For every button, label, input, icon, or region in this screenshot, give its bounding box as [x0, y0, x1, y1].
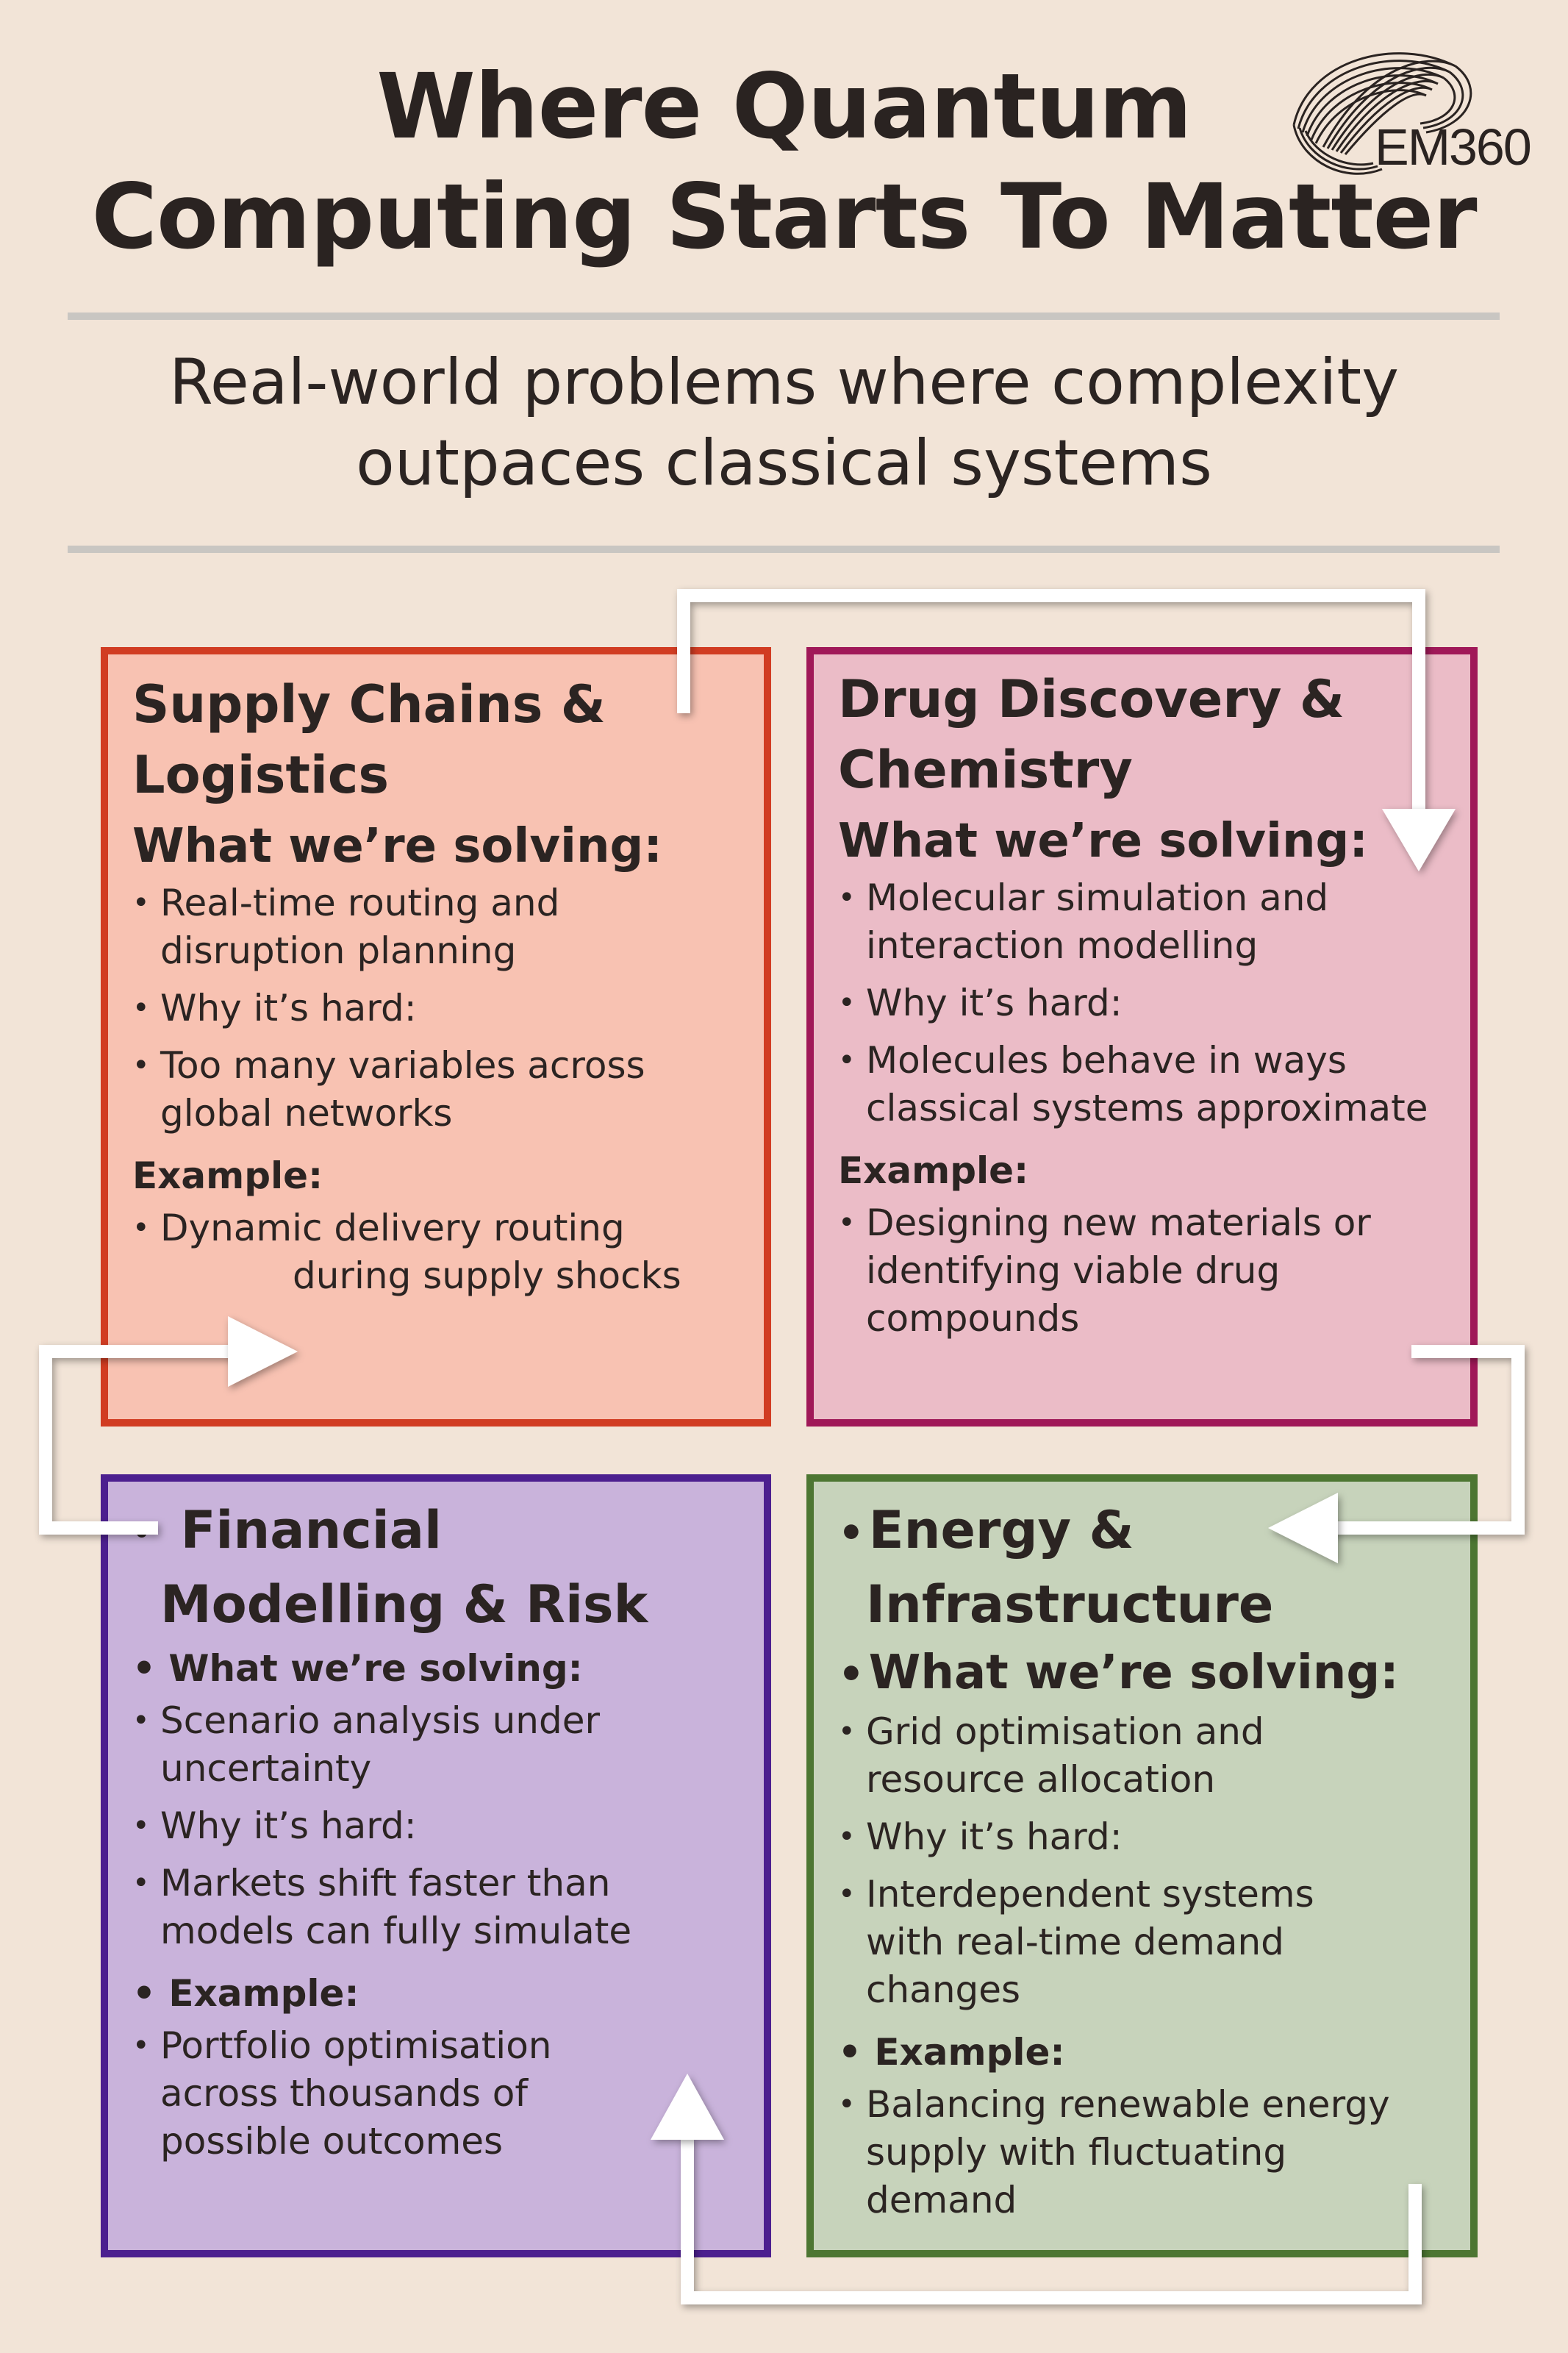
finance-item-4-line-3: possible outcomes — [160, 2119, 504, 2163]
drug-item-3-line-2: classical systems approximate — [866, 1087, 1428, 1129]
supply-item-1-line-1: Real-time routing and — [160, 882, 560, 924]
drug-example-label: Example: — [838, 1149, 1029, 1192]
drug-item-1: Molecular simulation and interaction mod… — [838, 874, 1463, 970]
energy-item-1-line-2: resource allocation — [866, 1757, 1216, 1801]
supply-item-3-line-1: Too many variables across — [160, 1044, 645, 1087]
supply-item-3: Too many variables across global network… — [132, 1042, 750, 1138]
drug-item-4-line-3: compounds — [866, 1297, 1080, 1340]
drug-item-1-line-1: Molecular simulation and — [866, 876, 1329, 919]
finance-item-4: Portfolio optimisation across thousands … — [132, 2022, 750, 2165]
finance-item-3-line-1: Markets shift faster than — [160, 1861, 611, 1904]
supply-item-1-line-2: disruption planning — [160, 929, 517, 972]
financial-content: •Financial Modelling & Risk What we’re s… — [132, 1495, 750, 2175]
finance-item-1: Scenario analysis under uncertainty — [132, 1697, 750, 1793]
drug-discovery-content: Drug Discovery & Chemistry What we’re so… — [838, 664, 1463, 1352]
drug-item-4-line-1: Designing new materials or — [866, 1202, 1371, 1244]
drug-item-1-line-2: interaction modelling — [866, 924, 1259, 967]
supply-heading-2: Logistics — [132, 745, 390, 805]
drug-solving-label: What we’re solving: — [838, 814, 1368, 868]
finance-heading-1-text: Financial — [180, 1500, 443, 1560]
energy-item-4: Balancing renewable energy supply with f… — [838, 2081, 1463, 2224]
title-line-1: Where Quantum — [376, 54, 1192, 159]
energy-item-3-line-1: Interdependent systems — [866, 1872, 1314, 1915]
drug-item-2: Why it’s hard: — [838, 979, 1463, 1027]
supply-heading-1: Supply Chains & — [132, 674, 606, 735]
energy-solving-label: •What we’re solving: — [838, 1645, 1399, 1700]
subtitle-line-2: outpaces classical systems — [356, 426, 1212, 500]
drug-item-3-line-1: Molecules behave in ways — [866, 1039, 1347, 1082]
energy-heading-1: •Energy & — [838, 1500, 1134, 1560]
energy-item-1: Grid optimisation and resource allocatio… — [838, 1708, 1463, 1804]
finance-item-4-line-1: Portfolio optimisation — [160, 2024, 552, 2067]
supply-solving-label: What we’re solving: — [132, 819, 662, 874]
page-title: Where Quantum Computing Starts To Matter — [0, 51, 1568, 272]
top-divider — [68, 313, 1500, 320]
supply-item-4-line-2: during supply shocks — [293, 1254, 681, 1297]
logo-text: EM360 — [1375, 118, 1532, 176]
energy-solving-label-text: What we’re solving: — [868, 1645, 1399, 1700]
finance-heading-1: •Financial — [132, 1500, 443, 1560]
supply-item-2: Why it’s hard: — [132, 985, 750, 1032]
bottom-divider — [68, 546, 1500, 553]
drug-heading-2: Chemistry — [838, 740, 1133, 800]
energy-item-4-line-1: Balancing renewable energy — [866, 2082, 1390, 2126]
finance-solving-label: What we’re solving: — [132, 1640, 750, 1697]
finance-item-3: Markets shift faster than models can ful… — [132, 1860, 750, 1955]
supply-example-label: Example: — [132, 1154, 323, 1197]
energy-item-3: Interdependent systems with real-time de… — [838, 1871, 1463, 2014]
energy-heading-2: Infrastructure — [866, 1574, 1274, 1635]
finance-example-label: Example: — [132, 1965, 750, 2022]
finance-item-3-line-2: models can fully simulate — [160, 1909, 632, 1952]
energy-item-4-line-2: supply with fluctuating — [866, 2130, 1287, 2174]
finance-item-1-line-2: uncertainty — [160, 1746, 372, 1790]
finance-heading-2: Modelling & Risk — [160, 1574, 648, 1635]
energy-item-2: Why it’s hard: — [838, 1813, 1463, 1861]
energy-item-1-line-1: Grid optimisation and — [866, 1710, 1264, 1753]
supply-item-1: Real-time routing and disruption plannin… — [132, 879, 750, 975]
energy-heading-1-text: Energy & — [868, 1500, 1134, 1560]
energy-example-label: Example: — [838, 2024, 1463, 2081]
supply-item-3-line-2: global networks — [160, 1092, 453, 1135]
finance-item-2: Why it’s hard: — [132, 1802, 750, 1850]
em360-logo-icon — [1292, 52, 1472, 175]
finance-item-1-line-1: Scenario analysis under — [160, 1699, 601, 1742]
energy-content: •Energy & Infrastructure •What we’re sol… — [838, 1495, 1463, 2234]
drug-item-4-line-2: identifying viable drug — [866, 1249, 1281, 1292]
supply-item-4: Dynamic delivery routing during supply s… — [132, 1204, 750, 1300]
supply-chain-content: Supply Chains & Logistics What we’re sol… — [132, 669, 750, 1310]
energy-item-3-line-2: with real-time demand — [866, 1920, 1284, 1963]
subtitle: Real-world problems where complexity out… — [0, 342, 1568, 504]
energy-item-3-line-3: changes — [866, 1968, 1021, 2011]
energy-item-4-line-3: demand — [866, 2178, 1017, 2221]
drug-item-4: Designing new materials or identifying v… — [838, 1199, 1463, 1343]
drug-heading-1: Drug Discovery & — [838, 669, 1345, 729]
title-line-2: Computing Starts To Matter — [91, 165, 1477, 269]
supply-item-4-line-1: Dynamic delivery routing — [160, 1207, 625, 1249]
subtitle-line-1: Real-world problems where complexity — [169, 346, 1399, 419]
drug-item-3: Molecules behave in ways classical syste… — [838, 1037, 1463, 1132]
finance-item-4-line-2: across thousands of — [160, 2071, 528, 2115]
